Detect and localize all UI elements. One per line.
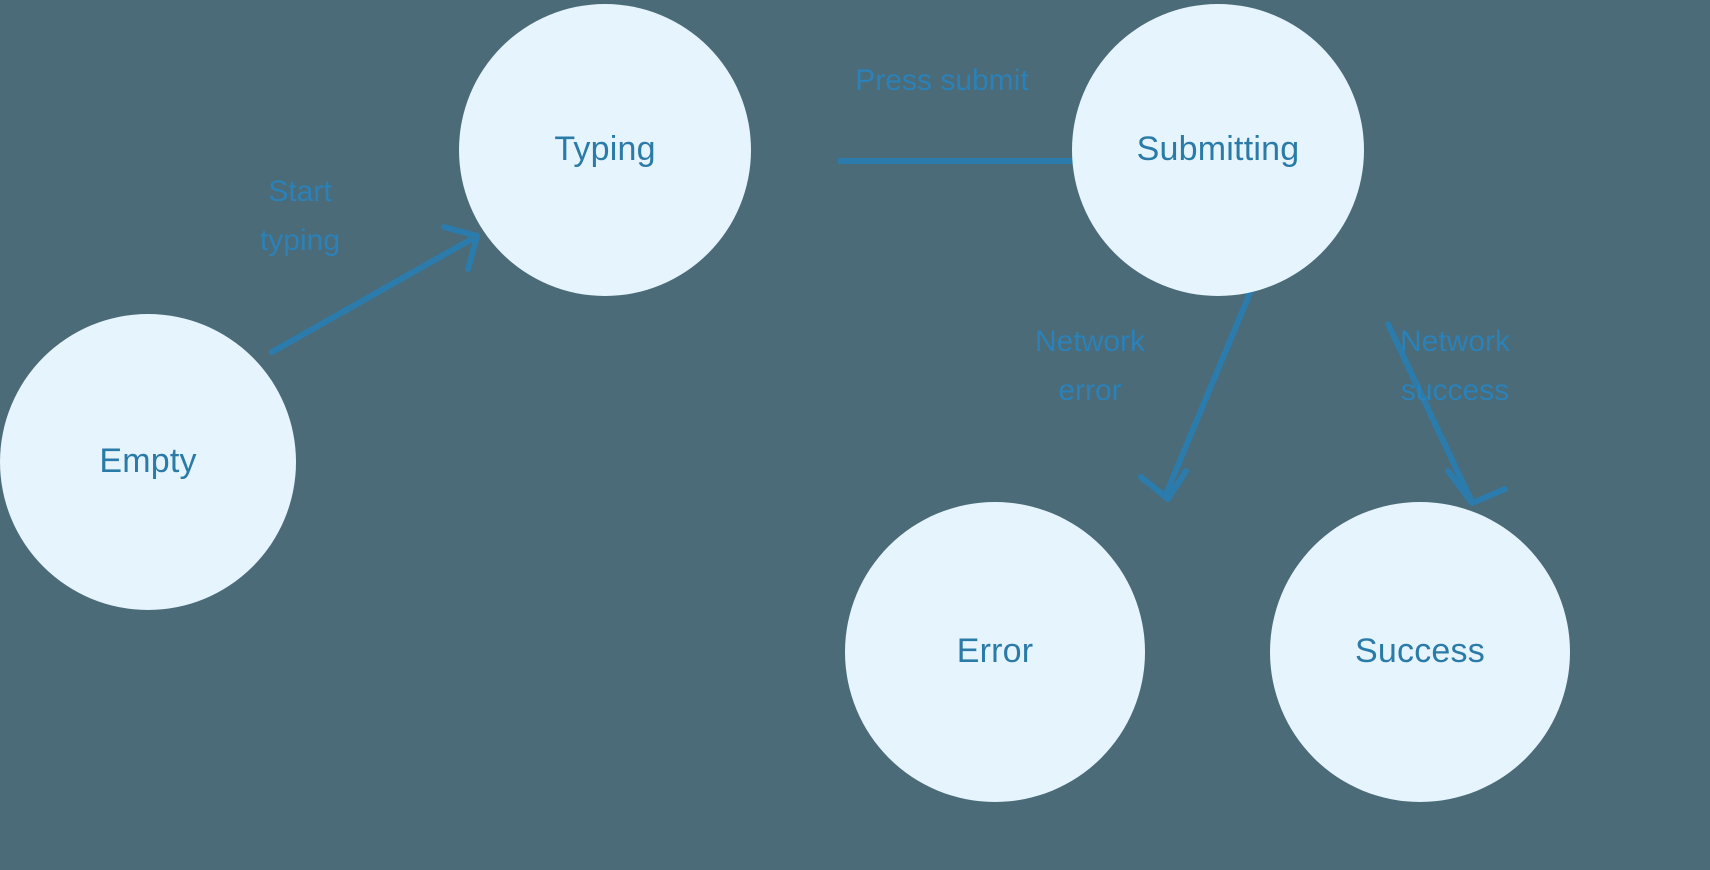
edge-label-start-typing: Start typing	[259, 175, 341, 257]
node-success[interactable]: Success	[1270, 502, 1570, 802]
edge-line-submitting-to-error	[1163, 285, 1255, 497]
arrowhead-submitting-to-error	[1138, 468, 1189, 502]
node-label-success: Success	[1355, 632, 1485, 671]
edge-line-submitting-to-success	[1385, 321, 1473, 501]
node-label-error: Error	[956, 632, 1034, 671]
edge-submitting-to-success	[1385, 321, 1508, 506]
arrowhead-empty-to-typing	[441, 224, 480, 272]
node-label-empty: Empty	[99, 442, 197, 481]
edge-empty-to-typing	[269, 224, 480, 355]
edge-submitting-to-error	[1138, 285, 1255, 502]
edge-label-network-error: Network error	[1034, 325, 1146, 407]
edge-label-network-success: Network success	[1399, 325, 1511, 407]
node-error[interactable]: Error	[845, 502, 1145, 802]
edge-line-empty-to-typing	[269, 237, 473, 355]
node-label-typing: Typing	[554, 130, 656, 169]
edge-label-press-submit: Press submit	[855, 64, 1029, 97]
arrowhead-submitting-to-success	[1445, 468, 1508, 506]
node-typing[interactable]: Typing	[459, 4, 751, 296]
node-submitting[interactable]: Submitting	[1072, 4, 1364, 296]
node-empty[interactable]: Empty	[0, 314, 296, 610]
node-label-submitting: Submitting	[1136, 130, 1300, 169]
